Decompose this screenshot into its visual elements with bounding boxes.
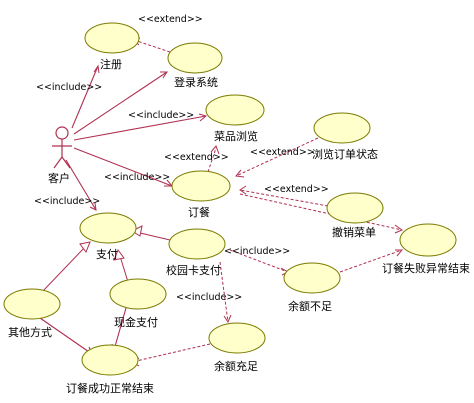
dep-login-register (133, 39, 171, 53)
label-order-fail: 订餐失败异常结束 (382, 261, 470, 275)
use-case-pay (79, 212, 137, 244)
use-case-cancel-dish (326, 192, 384, 224)
use-case-login (167, 42, 223, 74)
use-case-order-fail (399, 223, 457, 257)
use-case-browse-menu (205, 94, 265, 126)
label-browse-order-status: 浏览订单状态 (312, 147, 378, 161)
label-order-success: 订餐成功正常结束 (66, 381, 154, 395)
label-order: 订餐 (188, 205, 210, 219)
use-case-cash-pay (109, 278, 167, 310)
assoc-browse (73, 115, 207, 141)
stereo-include-pay: <<include>> (34, 196, 100, 207)
label-cancel-dish: 撤销菜单 (332, 225, 376, 239)
assoc-other-success (39, 317, 93, 355)
dep-order-browse (207, 147, 217, 173)
label-browse-menu: 菜品浏览 (214, 129, 258, 143)
arrowhead-browse (198, 113, 208, 122)
dep-card-sufficient (219, 261, 229, 323)
arrowhead-dep-cancel-order (239, 185, 247, 195)
arrowhead-register (93, 64, 100, 74)
assoc-register (71, 65, 99, 129)
actor-figure (52, 126, 72, 169)
use-case-register (84, 22, 140, 54)
actor-left-leg (53, 156, 63, 169)
stereo-include-register: <<include>> (36, 82, 102, 93)
stereo-extend-status: <<extend>> (250, 147, 315, 158)
assoc-login (73, 71, 168, 135)
actor-right-leg (61, 156, 71, 169)
dep-order-fail (239, 193, 403, 231)
stereo-include-sufficient: <<include>> (176, 292, 242, 303)
label-register: 注册 (100, 57, 122, 71)
dep-sufficient-success (131, 343, 211, 363)
stereo-extend-login: <<extend>> (138, 14, 203, 25)
arrowhead-dep-insufficient-fail (395, 249, 404, 257)
stereo-include-order: <<include>> (104, 172, 170, 183)
dep-status-order (235, 137, 319, 177)
stereo-extend-cancel: <<extend>> (264, 184, 329, 195)
label-cash-pay: 现金支付 (114, 315, 158, 329)
gen-arrow-other (79, 241, 91, 254)
stereo-include-browse: <<include>> (128, 110, 194, 121)
label-insufficient-balance: 余额不足 (288, 299, 332, 313)
gen-cash-pay (119, 255, 129, 283)
actor-head (55, 126, 69, 140)
arrowhead-dep-card-sufficient (223, 314, 232, 324)
assoc-pay (65, 159, 97, 211)
dep-insufficient-fail (339, 249, 403, 273)
label-campus-card-pay: 校园卡支付 (166, 263, 221, 277)
arrowhead-pay (89, 202, 97, 211)
label-pay: 支付 (96, 248, 118, 261)
use-case-order-success (81, 344, 139, 376)
dep-card-insufficient (229, 249, 289, 273)
gen-other-pay (41, 245, 87, 293)
arrowhead-dep-order-browse (210, 145, 220, 155)
arrowhead-dep-status-order (235, 169, 245, 178)
use-case-browse-order-status (313, 112, 371, 144)
assoc-order (73, 147, 173, 187)
label-login: 登录系统 (174, 75, 218, 89)
use-case-order (171, 170, 231, 202)
actor-name: 客户 (48, 171, 70, 185)
arrowhead-dep-order-fail (394, 224, 404, 234)
stereo-extend-order: <<extend>> (164, 152, 229, 163)
use-case-other-method (3, 288, 61, 320)
label-sufficient-balance: 余额充足 (214, 359, 258, 373)
use-case-insufficient-balance (283, 262, 341, 294)
gen-arrow-card (130, 225, 143, 237)
assoc-cash-success (113, 307, 127, 351)
gen-arrow-cash (113, 248, 125, 261)
gen-card-pay (135, 231, 171, 241)
label-other-method: 其他方式 (8, 325, 52, 339)
use-case-sufficient-balance (208, 322, 266, 354)
stereo-include-insufficient: <<include>> (224, 246, 290, 257)
arrowhead-login (160, 71, 168, 79)
use-case-campus-card-pay (168, 228, 226, 260)
